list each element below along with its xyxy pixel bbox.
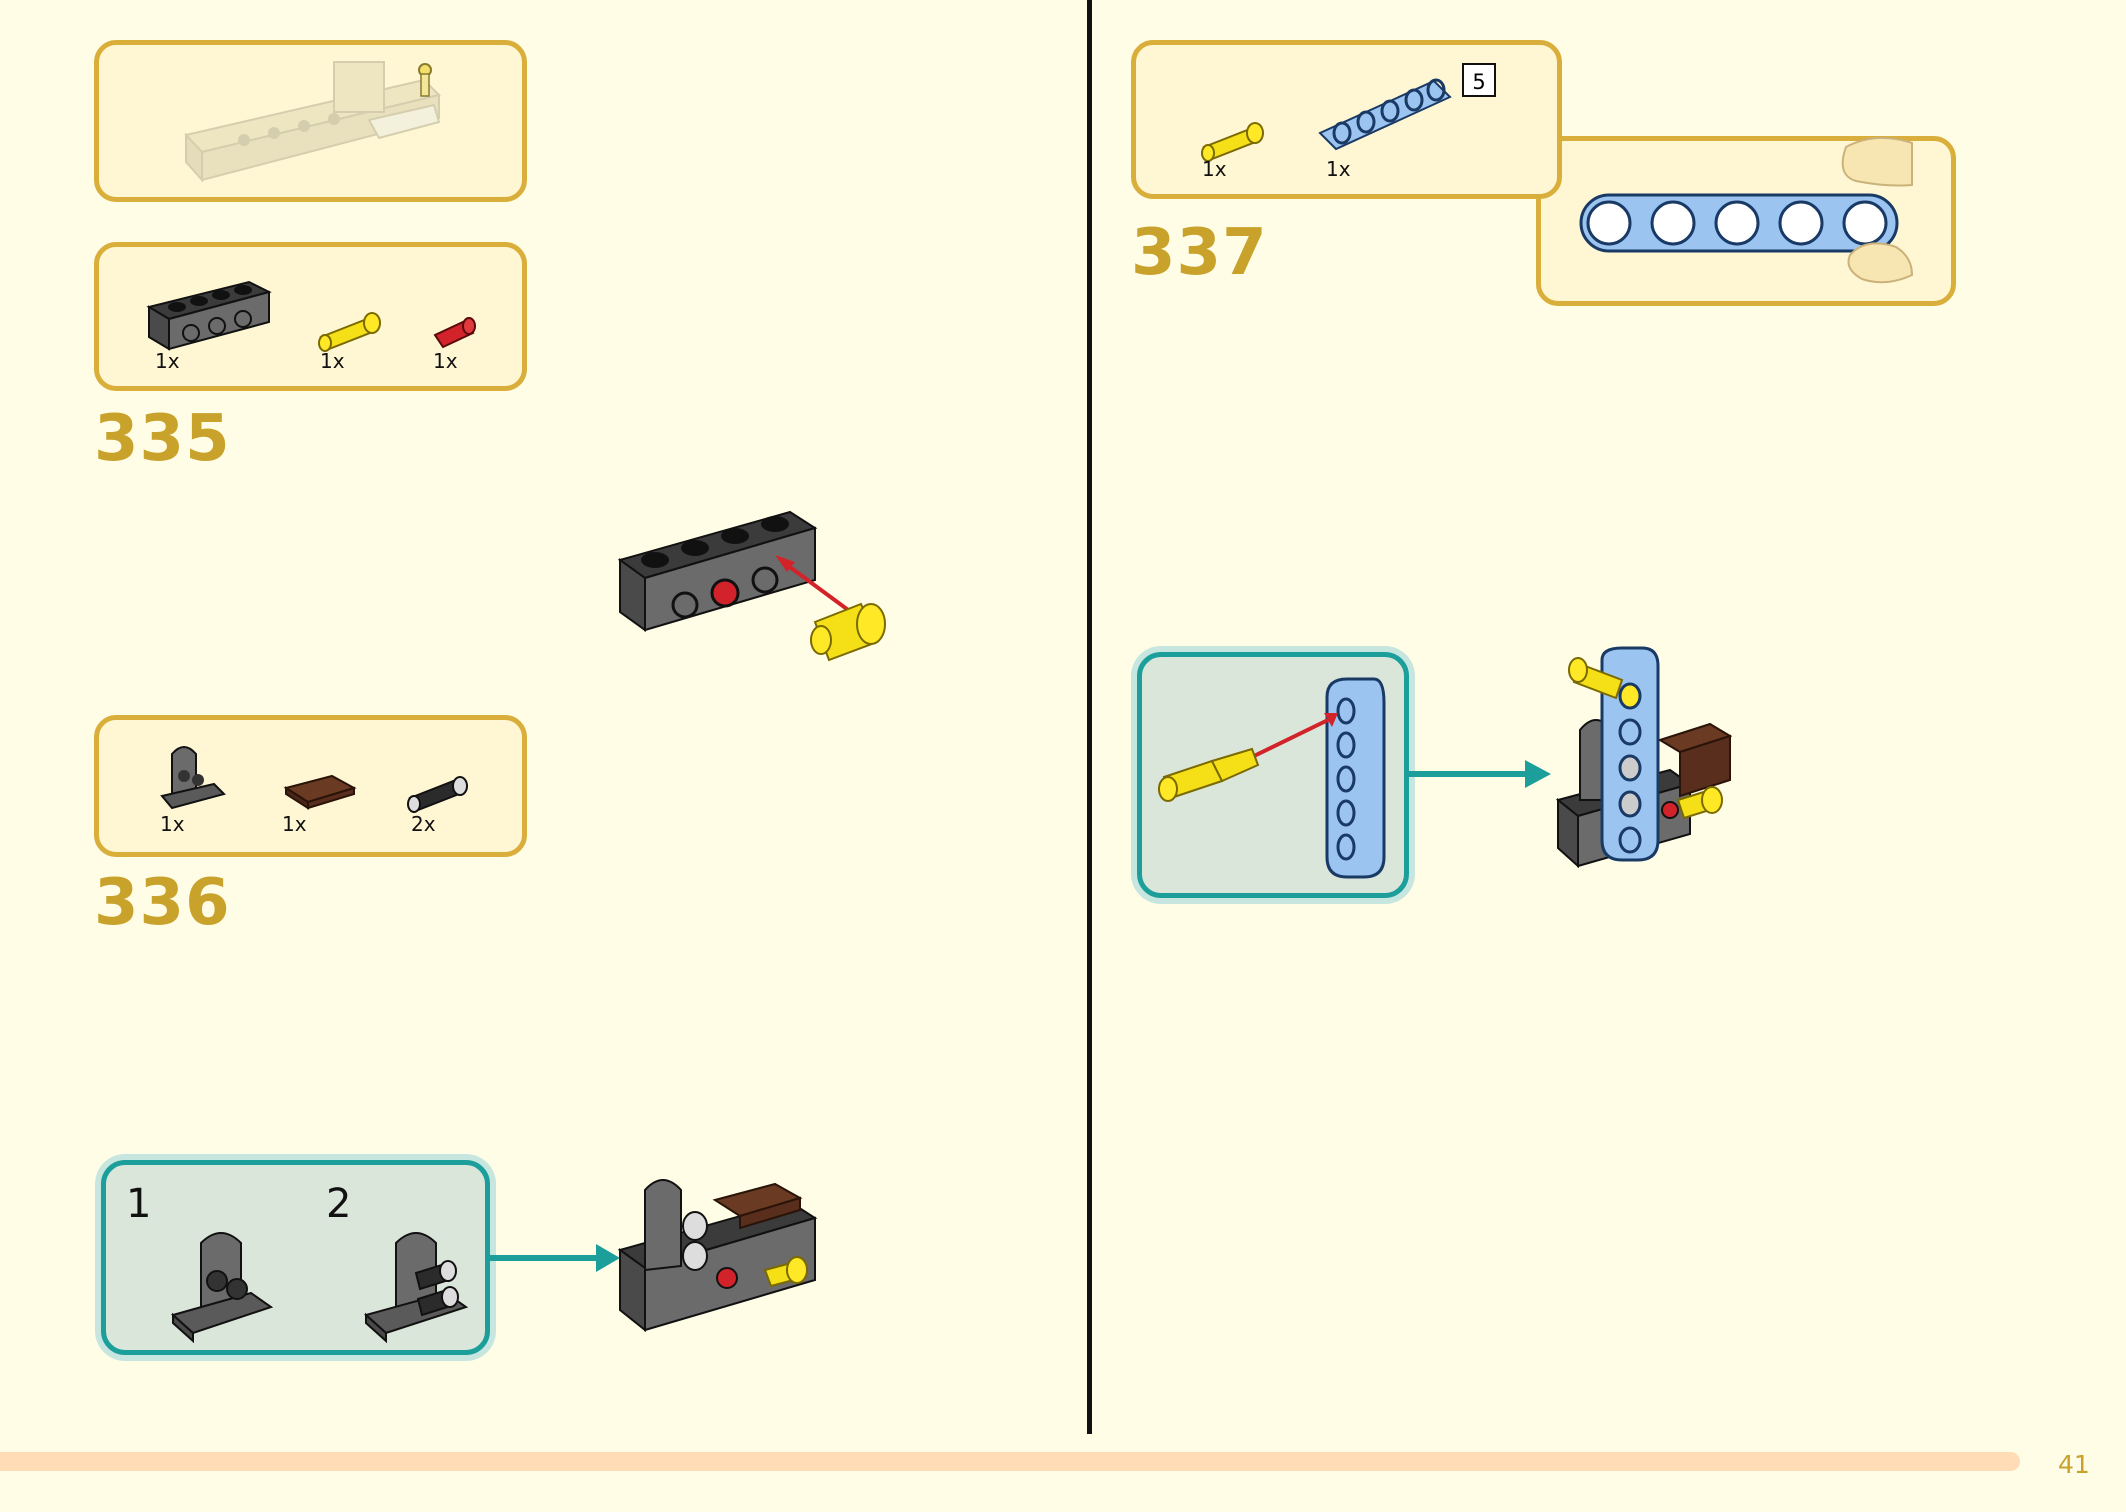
step-337-build-illustration — [1555, 646, 1733, 869]
substep-number: 1 — [126, 1181, 152, 1227]
light-blue-beam-5-icon — [1318, 78, 1452, 151]
part-qty: 1x — [320, 349, 345, 373]
part-qty: 2x — [411, 812, 436, 836]
substep-result-arrow — [490, 1244, 620, 1272]
bracket-substep-2-illustration — [363, 1232, 469, 1344]
step-337-parts-callout: 1x 1x 5 — [1131, 40, 1562, 199]
brown-tile-icon — [283, 774, 357, 810]
step-337-substep-callout — [1137, 652, 1409, 898]
page-number: 41 — [2058, 1450, 2090, 1479]
part-qty: 1x — [160, 812, 185, 836]
part-qty: 1x — [155, 349, 180, 373]
part-qty: 1x — [1326, 157, 1351, 181]
step-number: 337 — [1131, 216, 1268, 290]
bracket-substep-1-illustration — [170, 1232, 274, 1344]
black-pin-icon — [407, 776, 468, 813]
step-number: 336 — [94, 866, 231, 940]
step-336-substep-callout: 1 2 — [101, 1160, 490, 1355]
page-divider — [1087, 0, 1092, 1434]
beam-length-callout — [1536, 136, 1956, 306]
yellow-pin-icon — [318, 312, 381, 352]
beam-length-badge: 5 — [1462, 63, 1496, 97]
step-335-parts-callout: 1x 1x 1x — [94, 242, 527, 391]
substep-result-arrow — [1409, 760, 1551, 788]
part-qty: 1x — [282, 812, 307, 836]
progress-bar — [0, 1452, 2020, 1471]
part-qty: 1x — [1202, 157, 1227, 181]
step-number: 335 — [94, 402, 231, 476]
black-technic-brick-icon — [146, 280, 272, 351]
ghost-assembly-illustration — [184, 61, 441, 183]
previous-assembly-callout — [94, 40, 527, 202]
step-335-build-illustration — [617, 510, 886, 662]
part-qty: 1x — [433, 349, 458, 373]
step-336-build-illustration — [617, 1179, 818, 1333]
yellow-pin-icon — [1201, 122, 1264, 162]
substep-number: 2 — [326, 1181, 352, 1227]
dark-gray-bracket-icon — [160, 746, 226, 810]
red-pin-icon — [433, 317, 476, 349]
pin-into-beam-illustration — [1158, 677, 1386, 879]
light-blue-beam-5-illustration — [1579, 193, 1899, 253]
hand-icon — [1841, 136, 1914, 284]
step-336-parts-callout: 1x 1x 2x — [94, 715, 527, 857]
